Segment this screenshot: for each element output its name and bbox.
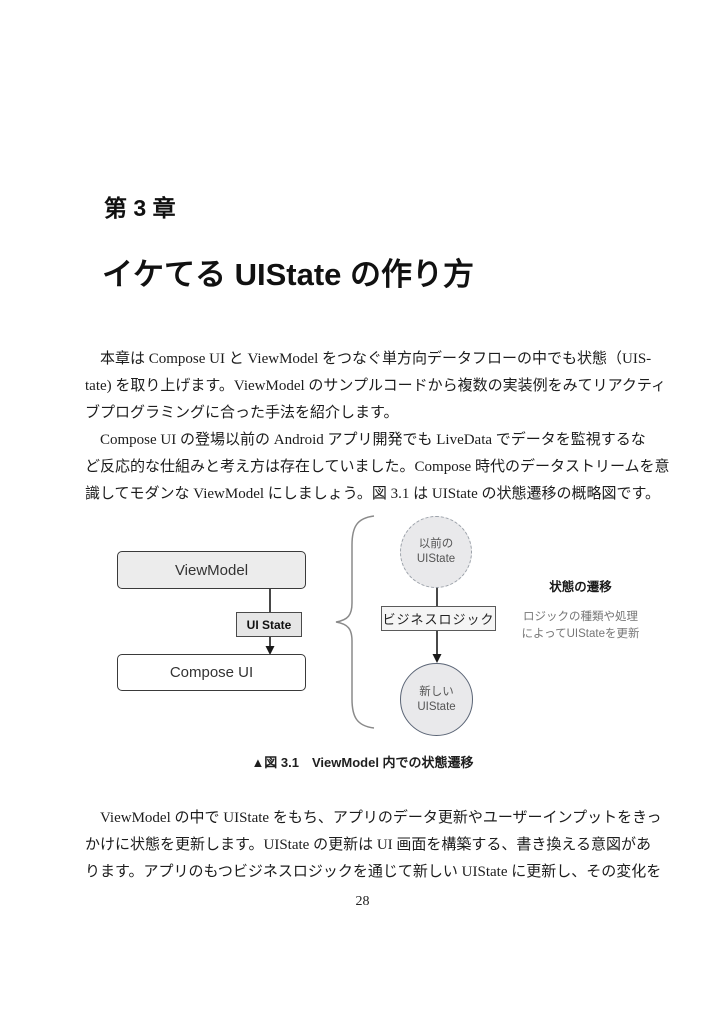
intro-paragraphs: 本章は Compose UI と ViewModel をつなぐ単方向データフロー… [85,346,670,508]
figure-caption: ▲図 3.1 ViewModel 内での状態遷移 [251,755,474,770]
viewmodel-label: ViewModel [174,561,249,579]
chapter-number: 第 3 章 [104,195,176,221]
annotation-line: ロジックの種類や処理 [523,611,638,623]
page-number: 28 [355,894,370,909]
compose-ui-box: Compose UI [117,654,306,691]
paragraph-line: ブプログラミングに合った手法を紹介します。 [85,405,399,421]
paragraph-line: ViewModel の中で UIState をもち、アプリのデータ更新やユーザー… [100,810,662,826]
uistate-label-box: UI State [236,612,302,637]
closing-paragraph: ViewModel の中で UIState をもち、アプリのデータ更新やユーザー… [85,805,662,886]
business-logic-box: ビジネスロジック [381,606,496,631]
curly-brace-icon [335,515,375,729]
previous-uistate-label-line2: UIState [416,553,456,565]
business-logic-label: ビジネスロジック [382,612,495,627]
state-transition-annotation: 状態の遷移 ロジックの種類や処理 によってUIStateを更新 [498,576,663,643]
paragraph-line: Compose UI の登場以前の Android アプリ開発でも LiveDa… [100,432,646,448]
new-uistate-label-line1: 新しい [419,685,454,698]
viewmodel-box: ViewModel [117,551,306,589]
annotation-title: 状態の遷移 [549,580,612,594]
paragraph-line: ど反応的な仕組みと考え方は存在していました。Compose 時代のデータストリー… [85,459,670,475]
previous-uistate-label-line1: 以前の [418,538,454,550]
new-uistate-circle: 新しい UIState [400,663,473,736]
paragraph-line: ります。アプリのもつビジネスロジックを通じて新しい UIState に更新し、そ… [85,864,662,880]
paragraph-line: tate) を取り上げます。ViewModel のサンプルコードから複数の実装例… [85,378,667,394]
annotation-line: によってUIStateを更新 [521,628,640,640]
compose-ui-label: Compose UI [169,664,254,681]
figure-3-1-diagram: ViewModel UI State Compose UI 以前の UIStat… [80,505,660,753]
paragraph-line: 本章は Compose UI と ViewModel をつなぐ単方向データフロー… [100,351,652,367]
new-uistate-label-line2: UIState [417,700,456,713]
paragraph-line: かけに状態を更新します。UIState の更新は UI 画面を構築する、書き換え… [85,837,651,853]
arrowhead-down-icon [265,646,275,655]
paragraph-line: 識してモダンな ViewModel にしましょう。図 3.1 は UIState… [85,486,660,502]
arrowhead-down-icon [432,654,442,663]
previous-uistate-circle: 以前の UIState [400,516,472,588]
uistate-label: UI State [246,617,292,632]
chapter-title: イケてる UIState の作り方 [102,257,475,292]
